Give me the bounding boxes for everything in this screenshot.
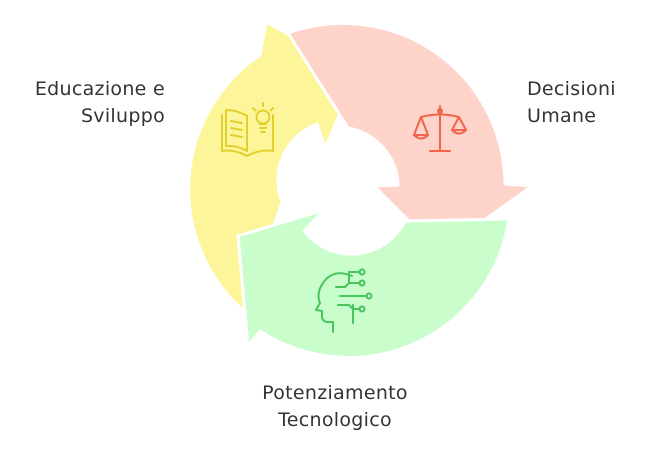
head-circuit-icon: [315, 268, 373, 333]
arrow-tech: [236, 208, 511, 359]
label-tech-line2: Tecnologico: [278, 409, 392, 431]
arrow-education: [187, 20, 360, 314]
label-education-line1: Educazione e: [34, 78, 165, 100]
book-lightbulb-icon: [221, 102, 274, 157]
label-tech-line1: Potenziamento: [262, 382, 408, 404]
arrow-decisions: [286, 21, 534, 254]
label-decisions: Decisioni Umane: [527, 76, 616, 130]
scales-icon: [413, 105, 467, 152]
label-tech: Potenziamento Tecnologico: [200, 380, 470, 434]
label-education-line2: Sviluppo: [80, 105, 165, 127]
label-education: Educazione e Sviluppo: [35, 76, 165, 130]
label-decisions-line1: Decisioni: [527, 78, 616, 100]
label-decisions-line2: Umane: [527, 105, 597, 127]
